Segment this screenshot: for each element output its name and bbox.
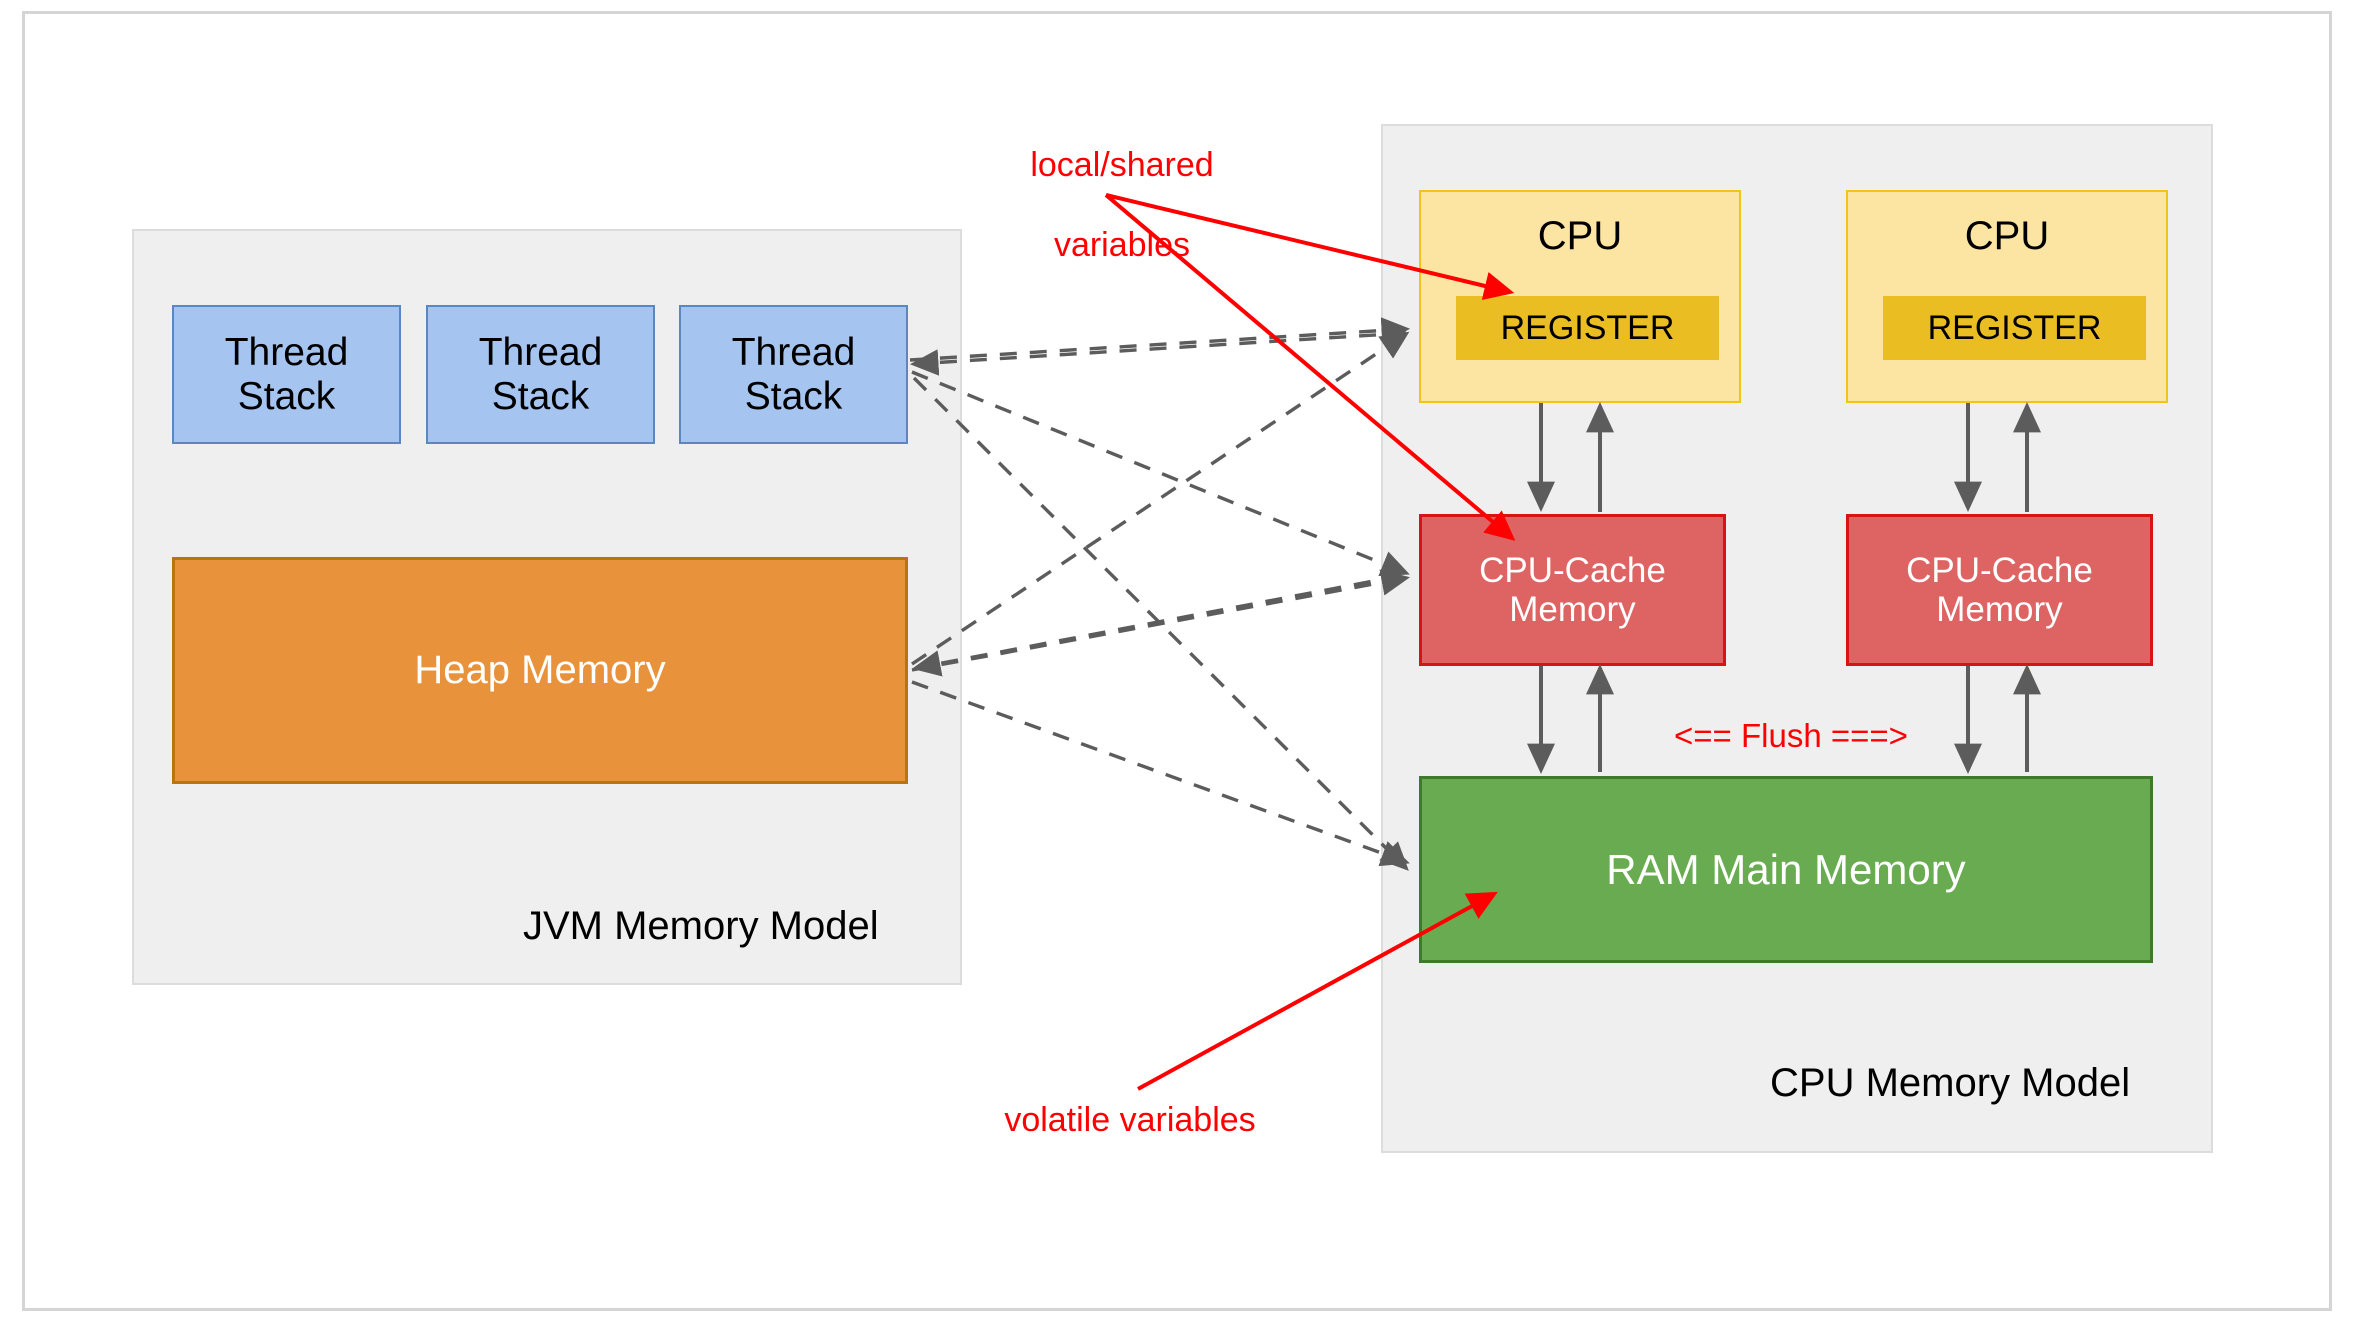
cpu-cache-box-1[interactable]: CPU-Cache Memory — [1419, 514, 1726, 666]
register-box-2[interactable]: REGISTER — [1883, 296, 2146, 360]
thread-stack-box-1[interactable]: Thread Stack — [172, 305, 401, 444]
register-label: REGISTER — [1500, 308, 1675, 347]
thread-stack-label-line2: Stack — [744, 374, 843, 418]
cpu-cache-label-line1: CPU-Cache — [1479, 550, 1666, 590]
thread-stack-label-line1: Thread — [731, 330, 856, 374]
heap-memory-label: Heap Memory — [414, 648, 666, 693]
local-shared-line2: variables — [1053, 226, 1191, 265]
register-label: REGISTER — [1927, 308, 2102, 347]
cpu-cache-label-line2: Memory — [1936, 590, 2063, 629]
thread-stack-label-line1: Thread — [478, 330, 603, 374]
ram-main-memory-label: RAM Main Memory — [1606, 845, 1966, 893]
cpu-panel-title: CPU Memory Model — [1770, 1061, 2131, 1105]
cpu-cache-label-line1: CPU-Cache — [1906, 550, 2093, 590]
volatile-variables-annotation: volatile variables — [1004, 1101, 1256, 1139]
cpu-label: CPU — [1537, 214, 1623, 258]
cpu-cache-box-2[interactable]: CPU-Cache Memory — [1846, 514, 2153, 666]
heap-memory-box[interactable]: Heap Memory — [172, 557, 908, 784]
jvm-panel-title: JVM Memory Model — [523, 904, 879, 948]
thread-stack-box-3[interactable]: Thread Stack — [679, 305, 908, 444]
ram-main-memory-box[interactable]: RAM Main Memory — [1419, 776, 2153, 963]
cpu-cache-label-line2: Memory — [1509, 590, 1636, 629]
register-box-1[interactable]: REGISTER — [1456, 296, 1719, 360]
thread-stack-label-line1: Thread — [224, 330, 349, 374]
thread-stack-box-2[interactable]: Thread Stack — [426, 305, 655, 444]
local-shared-variables-annotation: local/shared variables — [1002, 105, 1242, 306]
cpu-label: CPU — [1964, 214, 2050, 258]
local-shared-line1: local/shared — [1030, 146, 1214, 185]
flush-label: <== Flush ===> — [1674, 717, 1908, 754]
thread-stack-label-line2: Stack — [237, 374, 336, 418]
thread-stack-label-line2: Stack — [491, 374, 590, 418]
